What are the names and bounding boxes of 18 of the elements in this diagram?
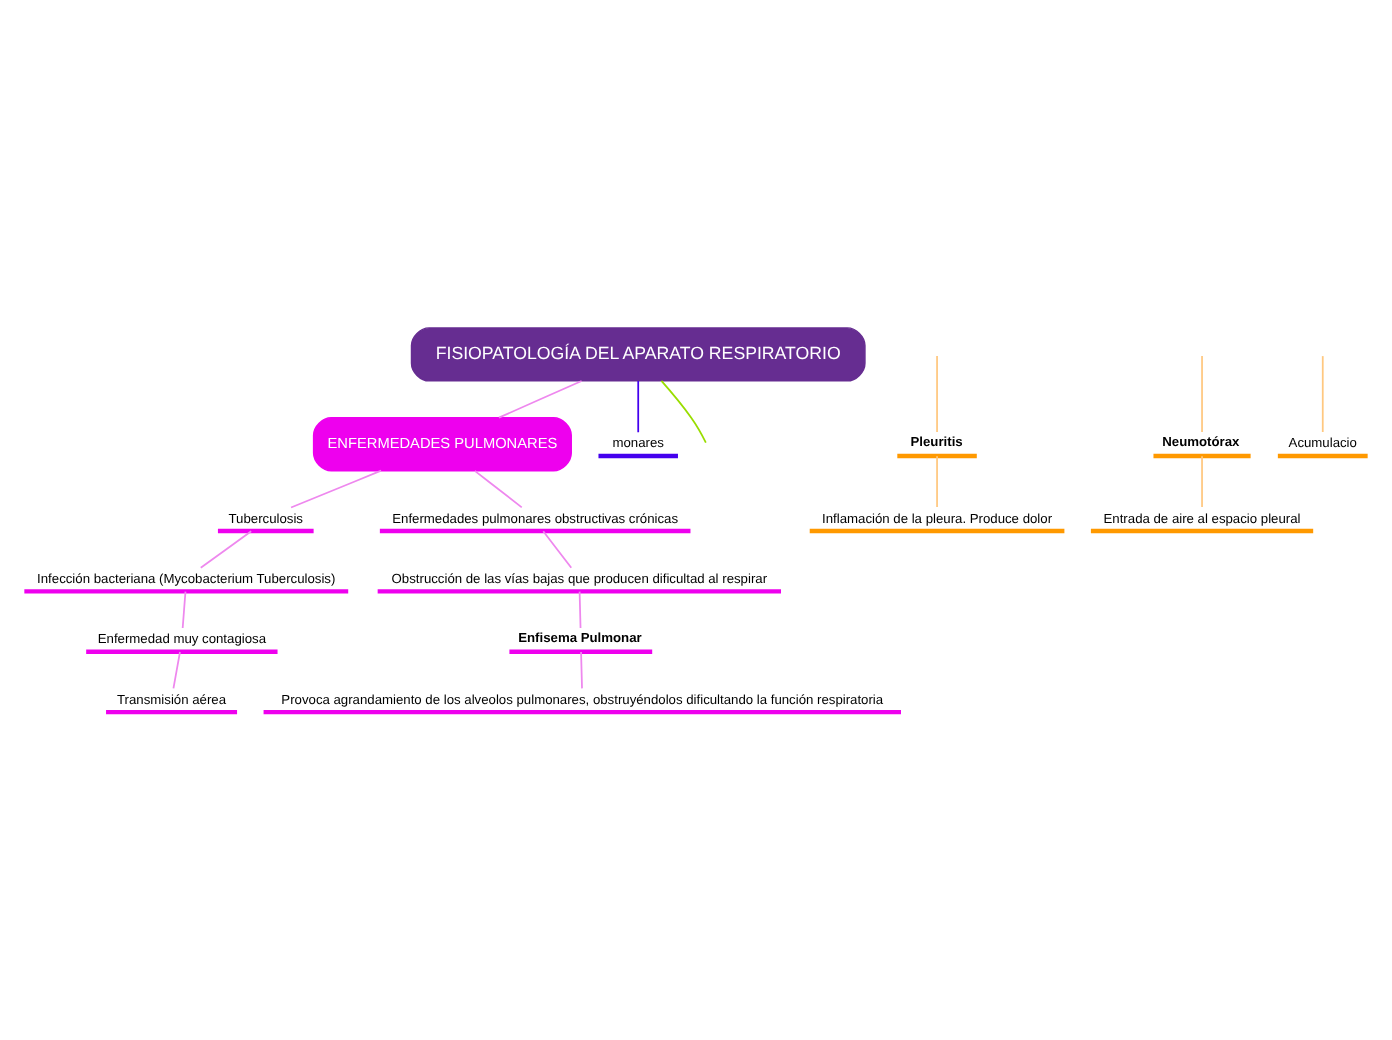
connector <box>936 455 938 508</box>
connector <box>172 651 181 690</box>
connector <box>578 590 582 629</box>
connector <box>181 590 187 629</box>
connector <box>1201 355 1203 433</box>
connector <box>542 530 573 569</box>
connector <box>473 470 523 509</box>
connector <box>498 380 583 419</box>
connector <box>637 380 640 434</box>
connector <box>936 355 938 433</box>
connector <box>199 530 253 569</box>
node-box: ENFERMEDADES PULMONARES <box>312 416 572 472</box>
connector <box>580 651 583 690</box>
connector <box>1201 455 1203 508</box>
connector <box>290 469 383 509</box>
node-box: FISIOPATOLOGÍA DEL APARATO RESPIRATORIO <box>410 327 866 382</box>
connector <box>660 380 707 444</box>
connector <box>1321 355 1324 433</box>
